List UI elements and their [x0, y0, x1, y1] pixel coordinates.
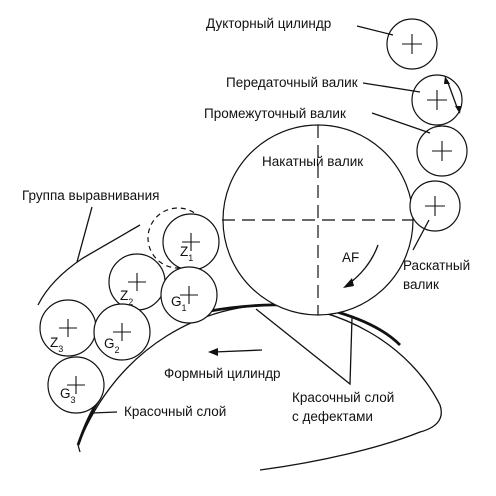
- plate-cylinder-outline: [77, 304, 442, 471]
- label-distributor-line1: Раскатный: [403, 258, 470, 273]
- mark-z3: Z3: [50, 335, 63, 354]
- mark-g1: G1: [171, 294, 187, 313]
- leader-ink-layer: [91, 411, 118, 414]
- label-defect-layer-line1: Красочный слой: [292, 390, 394, 405]
- label-intermediate-roller: Промежуточный валик: [204, 106, 346, 121]
- rotation-arrowhead: [343, 278, 354, 288]
- label-ink-layer: Красочный слой: [124, 404, 226, 419]
- mark-g3: G3: [60, 386, 76, 405]
- label-rotation: AF: [342, 250, 359, 265]
- label-ductor-cylinder: Дукторный цилиндр: [206, 16, 331, 31]
- mark-z2: Z2: [120, 288, 133, 307]
- label-plate-cylinder: Формный цилиндр: [164, 366, 281, 381]
- label-defect-layer-line2: с дефектами: [292, 409, 373, 424]
- leader-distributor: [412, 219, 430, 251]
- leader-ductor: [356, 25, 394, 36]
- leveling-group-bracket: [37, 224, 141, 306]
- mark-g2: G2: [104, 336, 120, 355]
- plate-direction-arrowhead: [208, 348, 218, 356]
- leveling-group-leader: [76, 206, 93, 263]
- label-leveling-group: Группа выравнивания: [22, 188, 159, 203]
- leader-transfer: [362, 82, 421, 93]
- oscillation-arrow: [446, 79, 459, 111]
- plate-cylinder-bottom-tail: [77, 444, 81, 453]
- plate-direction-arrow: [213, 349, 263, 353]
- leader-intermediate: [371, 112, 431, 134]
- mark-z1: Z1: [180, 244, 193, 263]
- label-distributor-line2: валик: [403, 277, 439, 292]
- label-transfer-roller: Передаточный валик: [226, 75, 358, 90]
- label-form-roller: Накатный валик: [262, 154, 363, 169]
- leader-defect-layer: [255, 308, 353, 386]
